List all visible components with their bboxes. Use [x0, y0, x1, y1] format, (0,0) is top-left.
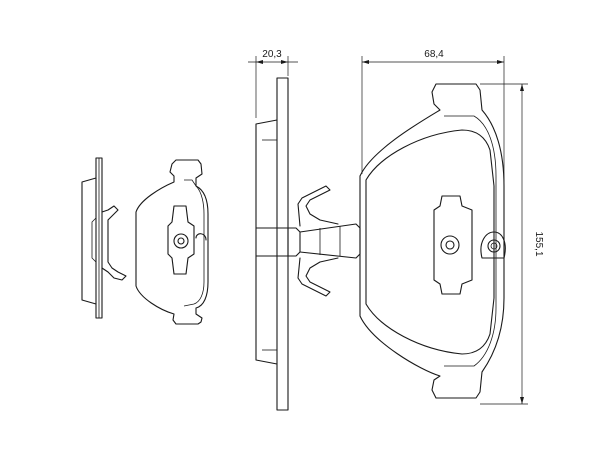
- small-pad-front-view: [135, 159, 209, 325]
- large-pad-front-view: [359, 83, 506, 399]
- dimension-width: 68,4: [361, 49, 505, 182]
- dimension-width-label: 68,4: [424, 49, 444, 60]
- dimension-thickness-label: 20,3: [262, 49, 282, 60]
- dimension-thickness: 20,3: [248, 49, 298, 118]
- dimension-height: 155,1: [480, 83, 544, 405]
- large-pad-side-view: [255, 77, 361, 411]
- small-pad-side-view: [81, 157, 127, 319]
- dimension-height-label: 155,1: [533, 231, 544, 256]
